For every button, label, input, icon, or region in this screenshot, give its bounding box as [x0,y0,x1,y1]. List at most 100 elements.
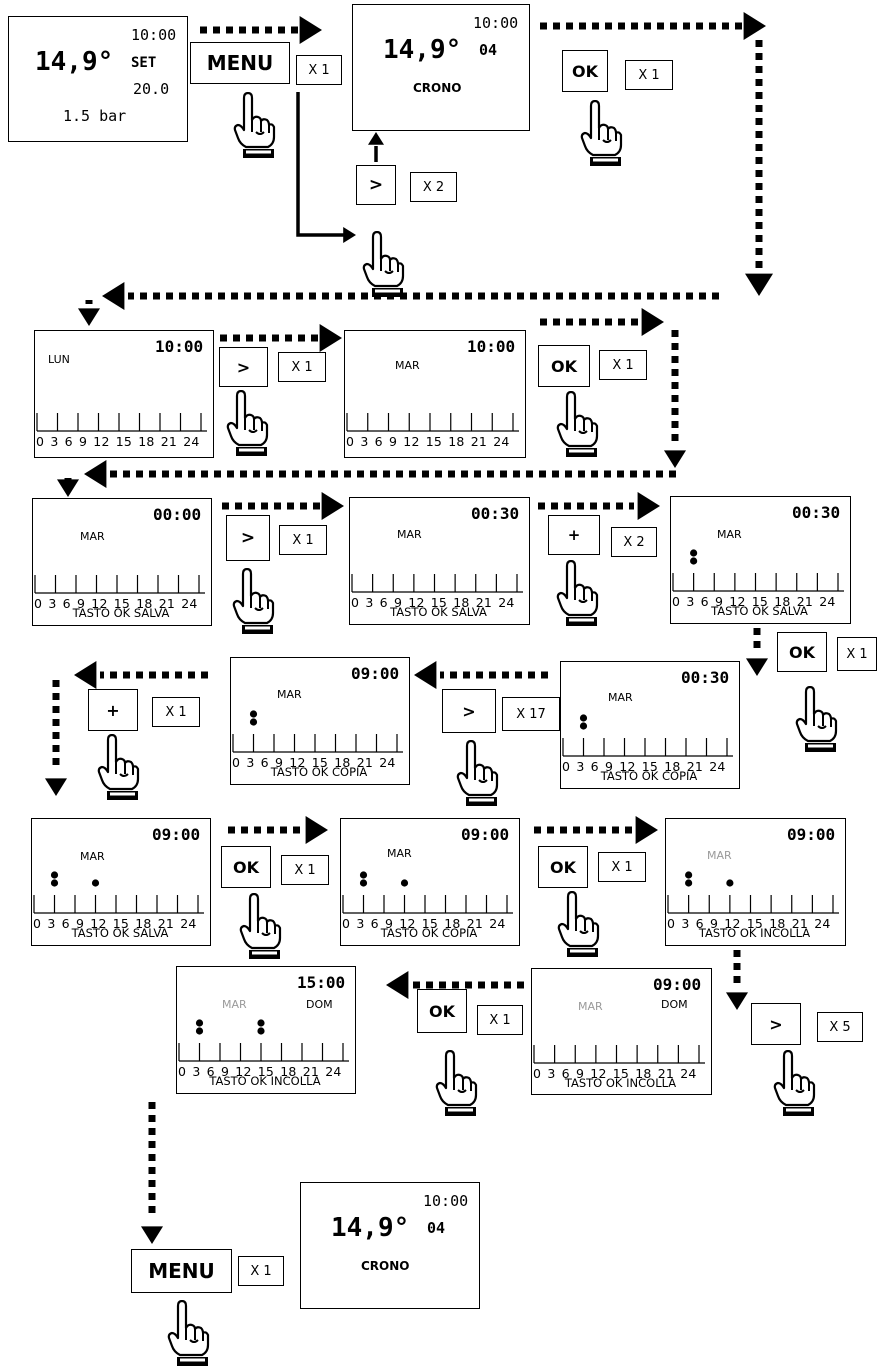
day-label: MAR [395,359,420,372]
day-label: MAR [80,850,105,863]
button-ok[interactable]: OK [538,846,588,888]
program-marker [196,1019,204,1036]
day-label: MAR [397,528,422,541]
footer-hint: TASTO OK COPIA [270,765,368,779]
button-ok[interactable]: OK [777,632,827,672]
press-count: X 1 [625,60,673,90]
temperature-value: 14,9° [383,35,462,65]
footer-hint: TASTO OK SALVA [72,606,170,620]
arrow-icon [743,12,766,40]
button-next[interactable]: > [751,1003,801,1045]
footer-hint: TASTO OK SALVA [71,926,169,940]
clock-time: 15:00 [297,973,346,992]
scale-labels: 0 3 6 9 12 15 18 21 24 [232,755,396,770]
button-ok[interactable]: OK [221,846,271,888]
press-count: X 1 [279,525,327,555]
arrow-icon [414,661,437,689]
button-next[interactable]: > [226,515,270,561]
program-marker [257,1019,266,1036]
arrow-icon [45,778,67,796]
clock-time: 10:00 [423,1192,469,1210]
footer-hint: TASTO OK INCOLLA [698,926,811,940]
arrow-icon [664,450,686,468]
arrow-icon [57,479,79,497]
timeline-scale [178,1019,350,1063]
clock-time: 09:00 [351,664,400,683]
press-count: X 1 [837,637,877,671]
pointing-hand-icon [362,231,405,297]
arrow-icon [745,273,773,296]
pointing-hand-icon [456,740,499,806]
clock-time: 09:00 [152,825,201,844]
program-marker [92,879,100,888]
press-count: X 1 [598,852,646,882]
timeline-scale [34,575,206,595]
day-label: MAR [80,530,105,543]
arrow-icon [78,308,100,326]
mode-label: CRONO [413,81,462,95]
scale-labels: 0 3 6 9 12 15 18 21 24 [562,759,726,774]
day-label-secondary: DOM [306,998,333,1011]
footer-hint: TASTO OK INCOLLA [564,1076,677,1090]
button-next[interactable]: > [356,165,396,205]
button-plus[interactable]: + [548,515,600,555]
clock-time: 00:00 [153,505,202,524]
temperature-value: 14,9° [35,47,114,77]
scale-labels: 0 3 6 9 12 15 18 21 24 [178,1064,342,1079]
timeline-scale [346,413,520,433]
button-ok[interactable]: OK [538,345,590,387]
pointing-hand-icon [795,686,838,752]
arrow-icon [641,308,664,336]
day-label: LUN [48,353,70,366]
press-count: X 1 [296,55,342,85]
button-ok[interactable]: OK [562,50,608,92]
button-menu[interactable]: MENU [131,1249,232,1293]
arrow-icon [635,816,658,844]
arrow-icon [299,16,322,44]
day-label: MAR [578,1000,603,1013]
day-label: MAR [387,847,412,860]
press-count: X 1 [281,855,329,885]
scale-labels: 0 3 6 9 12 15 18 21 24 [342,916,506,931]
press-count: X 1 [278,352,326,382]
clock-time: 00:30 [471,504,520,523]
arrow-icon [141,1226,163,1244]
timeline-scale [232,710,404,754]
pointing-hand-icon [232,568,275,634]
arrow-icon [319,324,342,352]
button-menu[interactable]: MENU [190,42,290,84]
pointing-hand-icon [97,734,140,800]
arrow-icon [343,227,356,243]
program-marker [360,871,368,888]
program-marker [690,549,698,566]
button-next[interactable]: > [219,347,268,387]
scale-labels: 0 3 6 9 12 15 18 21 24 [667,916,831,931]
arrow-icon [368,132,384,145]
timeline-scale [672,549,845,593]
solid-arrow [296,92,344,237]
pointing-hand-icon [435,1050,478,1116]
press-count: X 1 [238,1256,284,1286]
button-next[interactable]: > [442,689,496,733]
pointing-hand-icon [556,391,599,457]
timeline-scale [562,714,734,758]
press-count: X 2 [611,527,657,557]
day-label: MAR [707,849,732,862]
button-ok[interactable]: OK [417,989,467,1033]
button-plus[interactable]: + [88,689,138,731]
clock-time: 00:30 [792,503,841,522]
day-label: MAR [717,528,742,541]
scale-labels: 0 3 6 9 12 15 18 21 24 [36,434,200,449]
timeline-scale [351,574,524,594]
day-label: MAR [277,688,302,701]
